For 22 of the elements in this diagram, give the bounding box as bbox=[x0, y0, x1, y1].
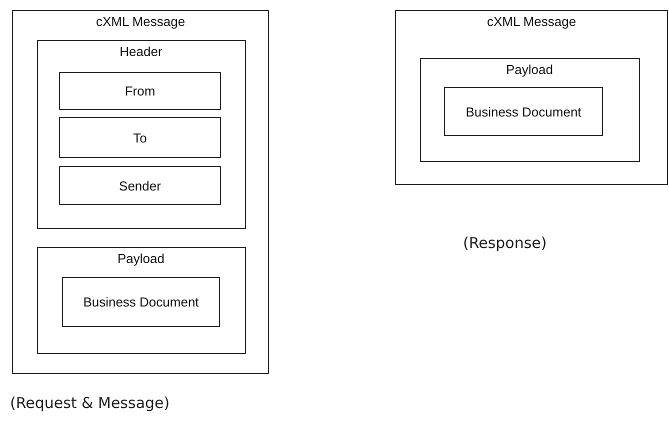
field-box bbox=[59, 166, 221, 205]
container-box bbox=[395, 10, 668, 185]
box-heading: cXML Message bbox=[486, 14, 578, 29]
box-label: To bbox=[132, 130, 148, 145]
container-box bbox=[420, 58, 640, 162]
box-heading: Payload bbox=[116, 250, 166, 266]
field-box bbox=[59, 117, 221, 158]
box-heading: Payload bbox=[505, 62, 554, 76]
box-label: Sender bbox=[118, 178, 162, 193]
container-box bbox=[36, 246, 246, 354]
box-label: Business Document bbox=[82, 294, 200, 310]
container-box bbox=[36, 40, 246, 228]
field-box bbox=[59, 72, 221, 110]
container-box bbox=[12, 10, 269, 374]
box-label: Business Document bbox=[464, 104, 582, 119]
node-label: (Response) bbox=[463, 234, 547, 252]
field-box bbox=[62, 277, 220, 327]
box-label: From bbox=[124, 84, 156, 98]
node-label: (Request & Message) bbox=[10, 394, 170, 412]
field-box bbox=[444, 87, 603, 136]
box-heading: cXML Message bbox=[94, 14, 186, 29]
box-heading: Header bbox=[118, 44, 164, 58]
